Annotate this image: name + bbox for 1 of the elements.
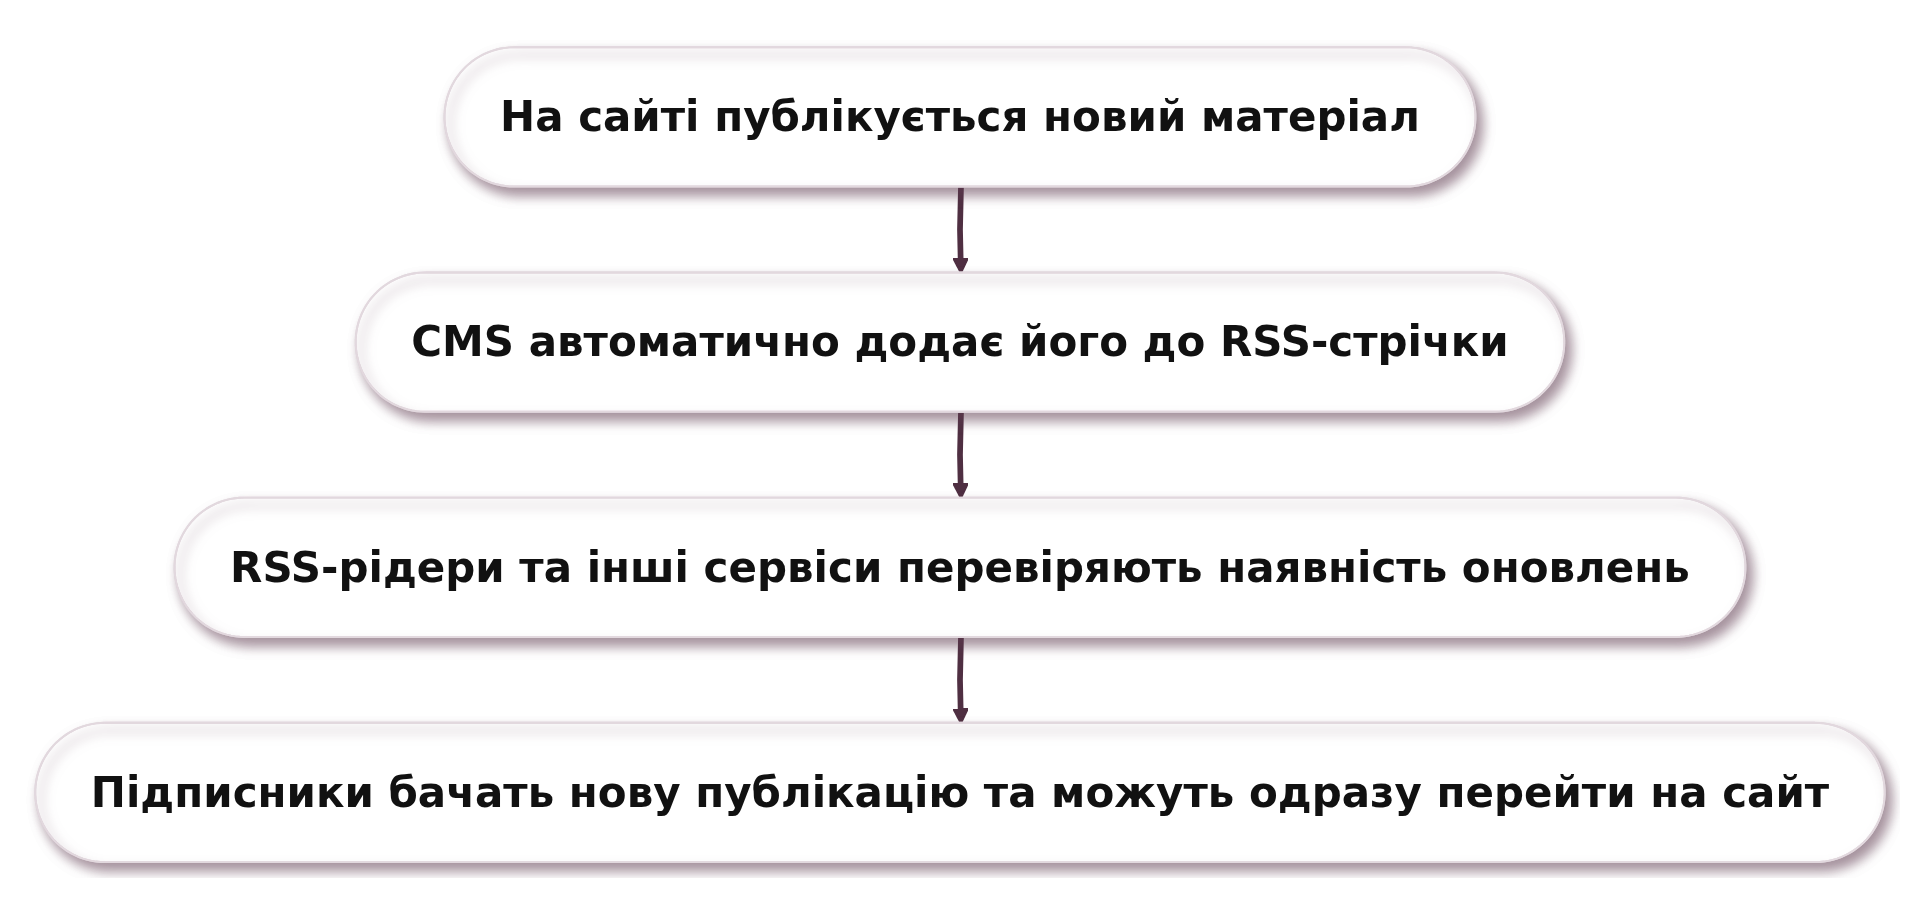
arrow xyxy=(952,638,969,725)
